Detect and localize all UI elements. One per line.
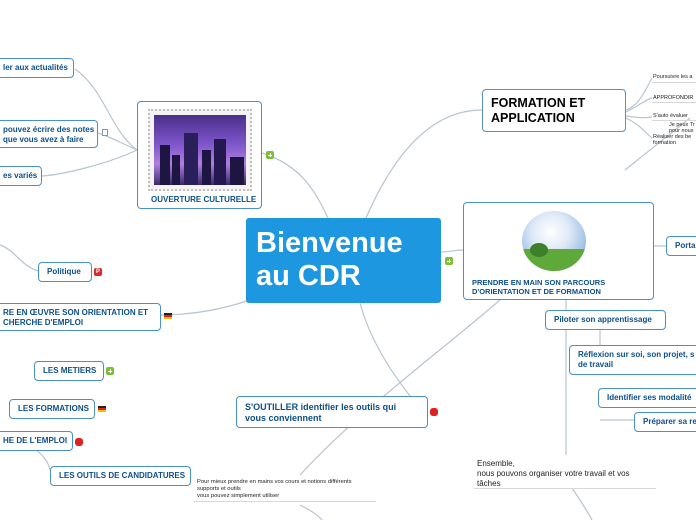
identifier-label: Identifier ses modalité xyxy=(607,393,692,402)
preparer-label: Préparer sa re xyxy=(643,417,696,426)
formation-subitem: pour nous xyxy=(669,128,694,134)
politique-label: Politique xyxy=(47,267,81,276)
identifier-node[interactable]: Identifier ses modalité xyxy=(598,388,696,408)
reflexion-label-line-2: de travail xyxy=(578,360,614,369)
outiller-note-line-3: vous pouvez simplement utiliser xyxy=(197,493,280,499)
pdf-icon[interactable] xyxy=(94,268,102,276)
ensemble-line-3: tâches xyxy=(477,479,501,488)
formation-subitem: formation xyxy=(653,140,676,146)
varies-node[interactable]: es variés xyxy=(0,166,42,186)
metiers-label: LES METIERS xyxy=(43,366,97,375)
outiller-title-line-1: S'OUTILLER identifier les outils qui xyxy=(245,402,397,412)
formation-title-line-2: APPLICATION xyxy=(491,111,575,125)
subitem-underline xyxy=(652,120,696,121)
portail-node[interactable]: Porta xyxy=(666,236,696,256)
notes-node[interactable]: pouvez écrire des notes que vous avez à … xyxy=(0,120,98,148)
formation-topic[interactable]: FORMATION ET APPLICATION xyxy=(482,89,626,132)
formations-label: LES FORMATIONS xyxy=(18,404,89,413)
formation-title-line-1: FORMATION ET xyxy=(491,96,586,110)
ensemble-line-1: Ensemble, xyxy=(477,459,515,468)
outiller-note-line-1: Pour mieux prendre en mains vos cours et… xyxy=(197,479,352,485)
expand-icon[interactable] xyxy=(106,367,114,375)
outiller-topic[interactable]: S'OUTILLER identifier les outils qui vou… xyxy=(236,396,428,428)
subitem-underline xyxy=(652,102,696,103)
ensemble-note[interactable]: Ensemble, nous pouvons organiser votre t… xyxy=(477,459,630,489)
prendre-title-line-2: D'ORIENTATION ET DE FORMATION xyxy=(472,287,601,296)
status-icon xyxy=(430,408,438,416)
politique-node[interactable]: Politique xyxy=(38,262,92,282)
metiers-node[interactable]: LES METIERS xyxy=(34,361,104,381)
central-topic-line-1: Bienvenue xyxy=(256,227,403,259)
central-topic-line-2: au CDR xyxy=(256,260,361,292)
reflexion-node[interactable]: Réflexion sur soi, son projet, s de trav… xyxy=(569,345,696,375)
piloter-label: Piloter son apprentissage xyxy=(554,315,652,324)
note-underline xyxy=(474,488,656,489)
piloter-node[interactable]: Piloter son apprentissage xyxy=(545,310,666,330)
flag-icon xyxy=(98,406,106,412)
preparer-node[interactable]: Préparer sa re xyxy=(634,412,696,432)
oeuvre-node[interactable]: RE EN ŒUVRE SON ORIENTATION ET CHERCHE D… xyxy=(0,303,161,331)
sky-tree-image xyxy=(522,211,586,271)
expand-icon[interactable] xyxy=(445,257,453,265)
prendre-title-line-1: PRENDRE EN MAIN SON PARCOURS xyxy=(472,278,606,287)
emploi-node[interactable]: HE DE L'EMPLOI xyxy=(0,431,73,451)
flag-icon xyxy=(164,313,172,319)
outils-candidatures-label: LES OUTILS DE CANDIDATURES xyxy=(59,471,186,480)
formation-subitem[interactable]: APPROFONDIR xyxy=(653,95,694,101)
reflexion-label-line-1: Réflexion sur soi, son projet, s xyxy=(578,350,695,359)
note-icon[interactable] xyxy=(102,129,108,136)
formation-subitem: Je peux Tr xyxy=(669,122,695,128)
outiller-title-line-2: vous conviennent xyxy=(245,413,322,423)
expand-icon[interactable] xyxy=(266,151,274,159)
ensemble-line-2: nous pouvons organiser votre travail et … xyxy=(477,469,630,478)
formation-subitem[interactable]: Réaliser des be xyxy=(653,134,692,140)
ouverture-label: OUVERTURE CULTURELLE xyxy=(151,195,257,204)
central-topic[interactable]: Bienvenue au CDR xyxy=(246,218,441,303)
formation-subitem[interactable]: S'auto évaluer xyxy=(653,113,688,119)
outils-candidatures-node[interactable]: LES OUTILS DE CANDIDATURES xyxy=(50,466,191,486)
varies-label: es variés xyxy=(3,171,38,180)
note-underline xyxy=(194,501,376,502)
oeuvre-label-line-2: CHERCHE D'EMPLOI xyxy=(3,318,84,327)
oeuvre-label-line-1: RE EN ŒUVRE SON ORIENTATION ET xyxy=(3,308,149,317)
notes-label-line-1: pouvez écrire des notes xyxy=(3,125,95,134)
status-icon xyxy=(75,438,83,446)
formation-subitem[interactable]: Poursuivre les a xyxy=(653,74,693,80)
formations-node[interactable]: LES FORMATIONS xyxy=(9,399,95,419)
outiller-note[interactable]: Pour mieux prendre en mains vos cours et… xyxy=(197,479,352,500)
city-stamp-image xyxy=(148,109,252,191)
emploi-label: HE DE L'EMPLOI xyxy=(3,436,68,445)
actualites-label: ler aux actualités xyxy=(3,63,68,72)
outiller-note-line-2: supports et outils xyxy=(197,486,241,492)
actualites-node[interactable]: ler aux actualités xyxy=(0,58,74,78)
portail-label: Porta xyxy=(675,241,696,250)
subitem-underline xyxy=(652,82,696,83)
notes-label-line-2: que vous avez à faire xyxy=(3,135,84,144)
